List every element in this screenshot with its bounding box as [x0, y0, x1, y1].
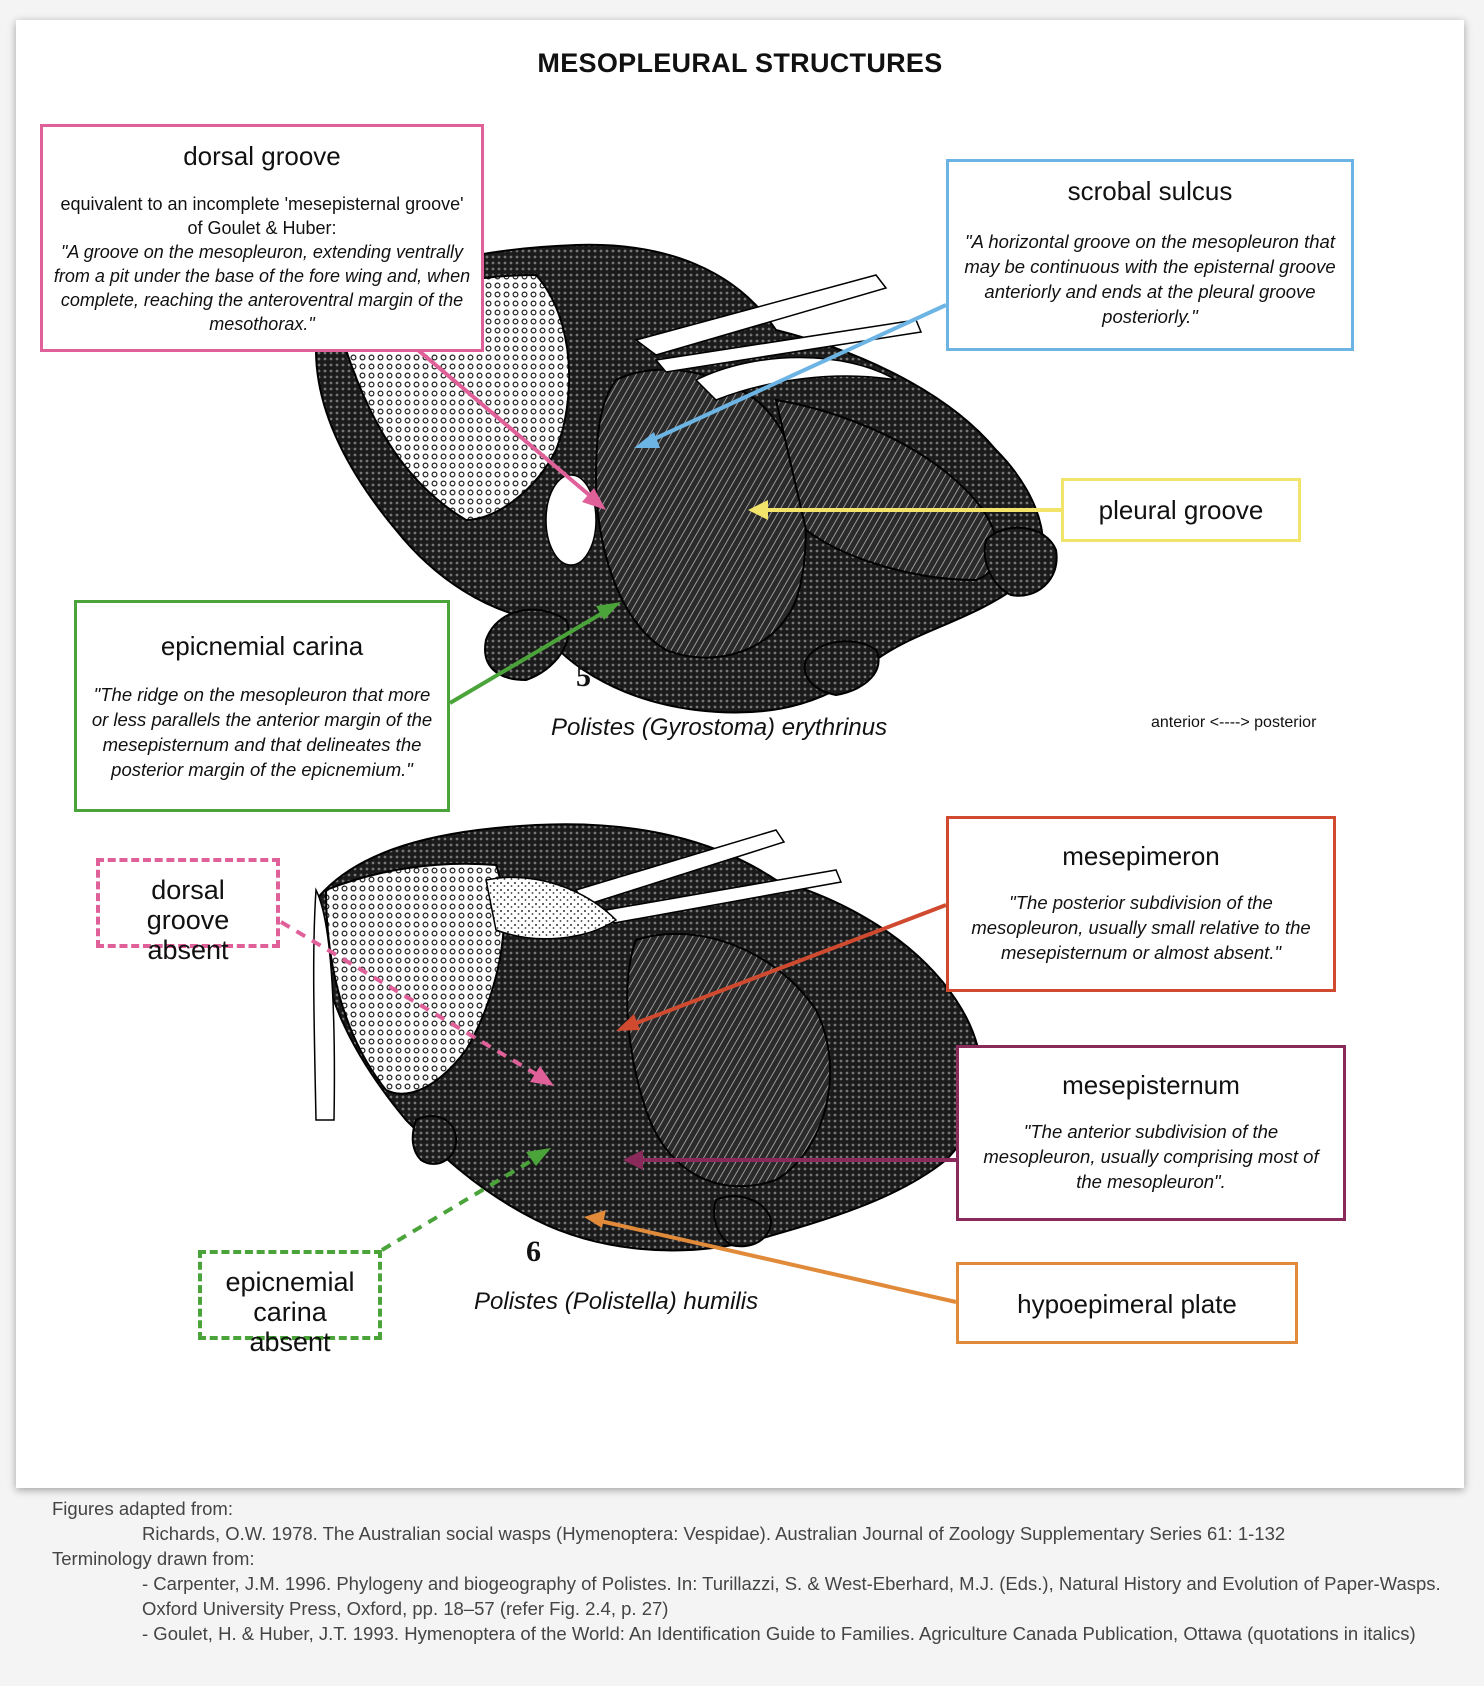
mesepimeron-heading: mesepimeron	[1062, 841, 1220, 871]
hypoepimeral-plate-heading: hypoepimeral plate	[1017, 1289, 1237, 1319]
epicnemial-carina-definition: "The ridge on the mesopleuron that more …	[91, 684, 433, 780]
dorsal-groove-label-box: dorsal groove equivalent to an incomplet…	[40, 124, 484, 352]
scrobal-sulcus-definition: "A horizontal groove on the mesopleuron …	[964, 231, 1336, 327]
scrobal-sulcus-label-box: scrobal sulcus "A horizontal groove on t…	[946, 159, 1354, 351]
dorsal-groove-absent-text: dorsal groove absent	[146, 875, 230, 965]
annotation-arrows	[279, 303, 1061, 1304]
diagram-sheet: MESOPLEURAL STRUCTURES dorsal groove equ…	[16, 20, 1464, 1488]
references-section: Figures adapted from: Richards, O.W. 197…	[52, 1496, 1472, 1646]
figure-6-illustration	[312, 823, 983, 1252]
mesepisternum-heading: mesepisternum	[1062, 1070, 1240, 1100]
pleural-groove-heading: pleural groove	[1098, 495, 1264, 525]
pleural-groove-label-box: pleural groove	[1061, 478, 1301, 542]
figure-6-caption: Polistes (Polistella) humilis	[474, 1288, 759, 1315]
epicnemial-carina-label-box: epicnemial carina "The ridge on the meso…	[74, 600, 450, 812]
figure-5-number: 5	[576, 660, 591, 693]
mesepimeron-definition: "The posterior subdivision of the mesopl…	[971, 892, 1311, 963]
illustration-layer	[279, 243, 1061, 1304]
dorsal-groove-equivalence: equivalent to an incomplete 'mesepistern…	[60, 194, 464, 238]
figure-5-illustration	[314, 243, 1058, 714]
figure-6-number: 6	[526, 1235, 541, 1268]
dorsal-groove-definition: "A groove on the mesopleuron, extending …	[53, 242, 471, 334]
dorsal-groove-heading: dorsal groove	[183, 141, 341, 171]
mesepimeron-label-box: mesepimeron "The posterior subdivision o…	[946, 816, 1336, 992]
figures-adapted-heading: Figures adapted from:	[52, 1498, 233, 1519]
diagram-title: MESOPLEURAL STRUCTURES	[537, 48, 943, 78]
hypoepimeral-plate-label-box: hypoepimeral plate	[956, 1262, 1298, 1344]
epicnemial-carina-heading: epicnemial carina	[160, 631, 364, 661]
mesepisternum-definition: "The anterior subdivision of the mesople…	[983, 1121, 1319, 1192]
reference-richards: Richards, O.W. 1978. The Australian soci…	[142, 1523, 1286, 1544]
reference-goulet: - Goulet, H. & Huber, J.T. 1993. Hymenop…	[142, 1623, 1416, 1644]
mesepisternum-label-box: mesepisternum "The anterior subdivision …	[956, 1045, 1346, 1221]
epicnemial-carina-absent-text: epicnemial carina absent	[225, 1267, 355, 1357]
orientation-note: anterior <----> posterior	[1151, 714, 1317, 731]
figure-5-caption: Polistes (Gyrostoma) erythrinus	[551, 714, 888, 741]
terminology-heading: Terminology drawn from:	[52, 1548, 255, 1569]
reference-carpenter: - Carpenter, J.M. 1996. Phylogeny and bi…	[142, 1573, 1441, 1619]
scrobal-sulcus-heading: scrobal sulcus	[1067, 176, 1233, 206]
dorsal-groove-absent-label-box: dorsal groove absent	[96, 858, 280, 965]
epicnemial-carina-absent-label-box: epicnemial carina absent	[198, 1250, 382, 1357]
